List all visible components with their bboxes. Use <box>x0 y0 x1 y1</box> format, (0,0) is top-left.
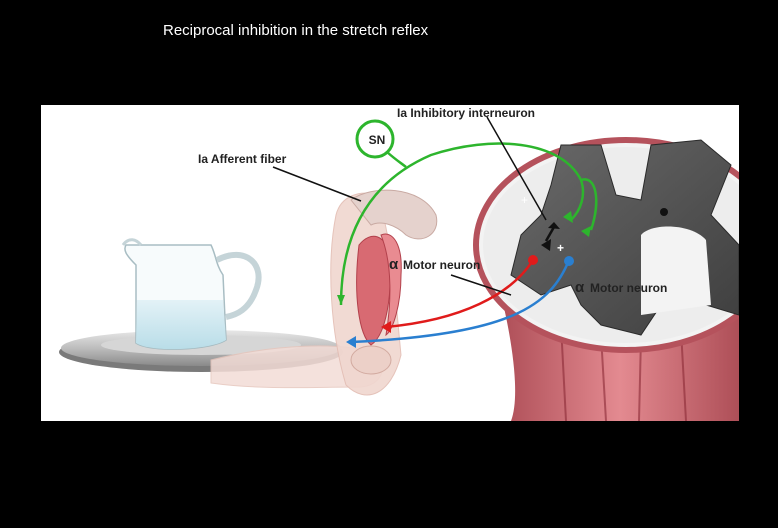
pitcher-icon <box>121 238 262 350</box>
alpha-symbol-upper: α <box>389 256 399 273</box>
afferent-fiber-label: Ia Afferent fiber <box>198 152 287 166</box>
sensory-neuron-icon <box>355 119 395 159</box>
arm-icon <box>210 189 438 396</box>
excitatory-plus-sign: + <box>521 193 528 207</box>
interneuron-soma <box>548 222 560 229</box>
alpha-symbol-lower: α <box>575 279 585 296</box>
slide-title: Reciprocal inhibition in the stretch ref… <box>163 22 429 39</box>
synapse-plus-sign: + <box>557 241 564 255</box>
motor-neuron-label-upper: Motor neuron <box>403 258 480 272</box>
sn-label: SN <box>369 133 386 147</box>
reflex-diagram-panel: SN Ia Afferent fiber Ia Inhibitory inter… <box>41 105 739 421</box>
alpha-motor-flexor-path <box>385 259 535 329</box>
afferent-fiber-path <box>339 142 585 306</box>
alpha-motor-extensor-path <box>350 259 571 344</box>
motor-neuron-label-lower: Motor neuron <box>590 281 667 295</box>
interneuron-label: Ia Inhibitory interneuron <box>397 106 535 120</box>
reflex-diagram: SN Ia Afferent fiber Ia Inhibitory inter… <box>59 106 739 421</box>
neural-pathways <box>272 116 598 348</box>
